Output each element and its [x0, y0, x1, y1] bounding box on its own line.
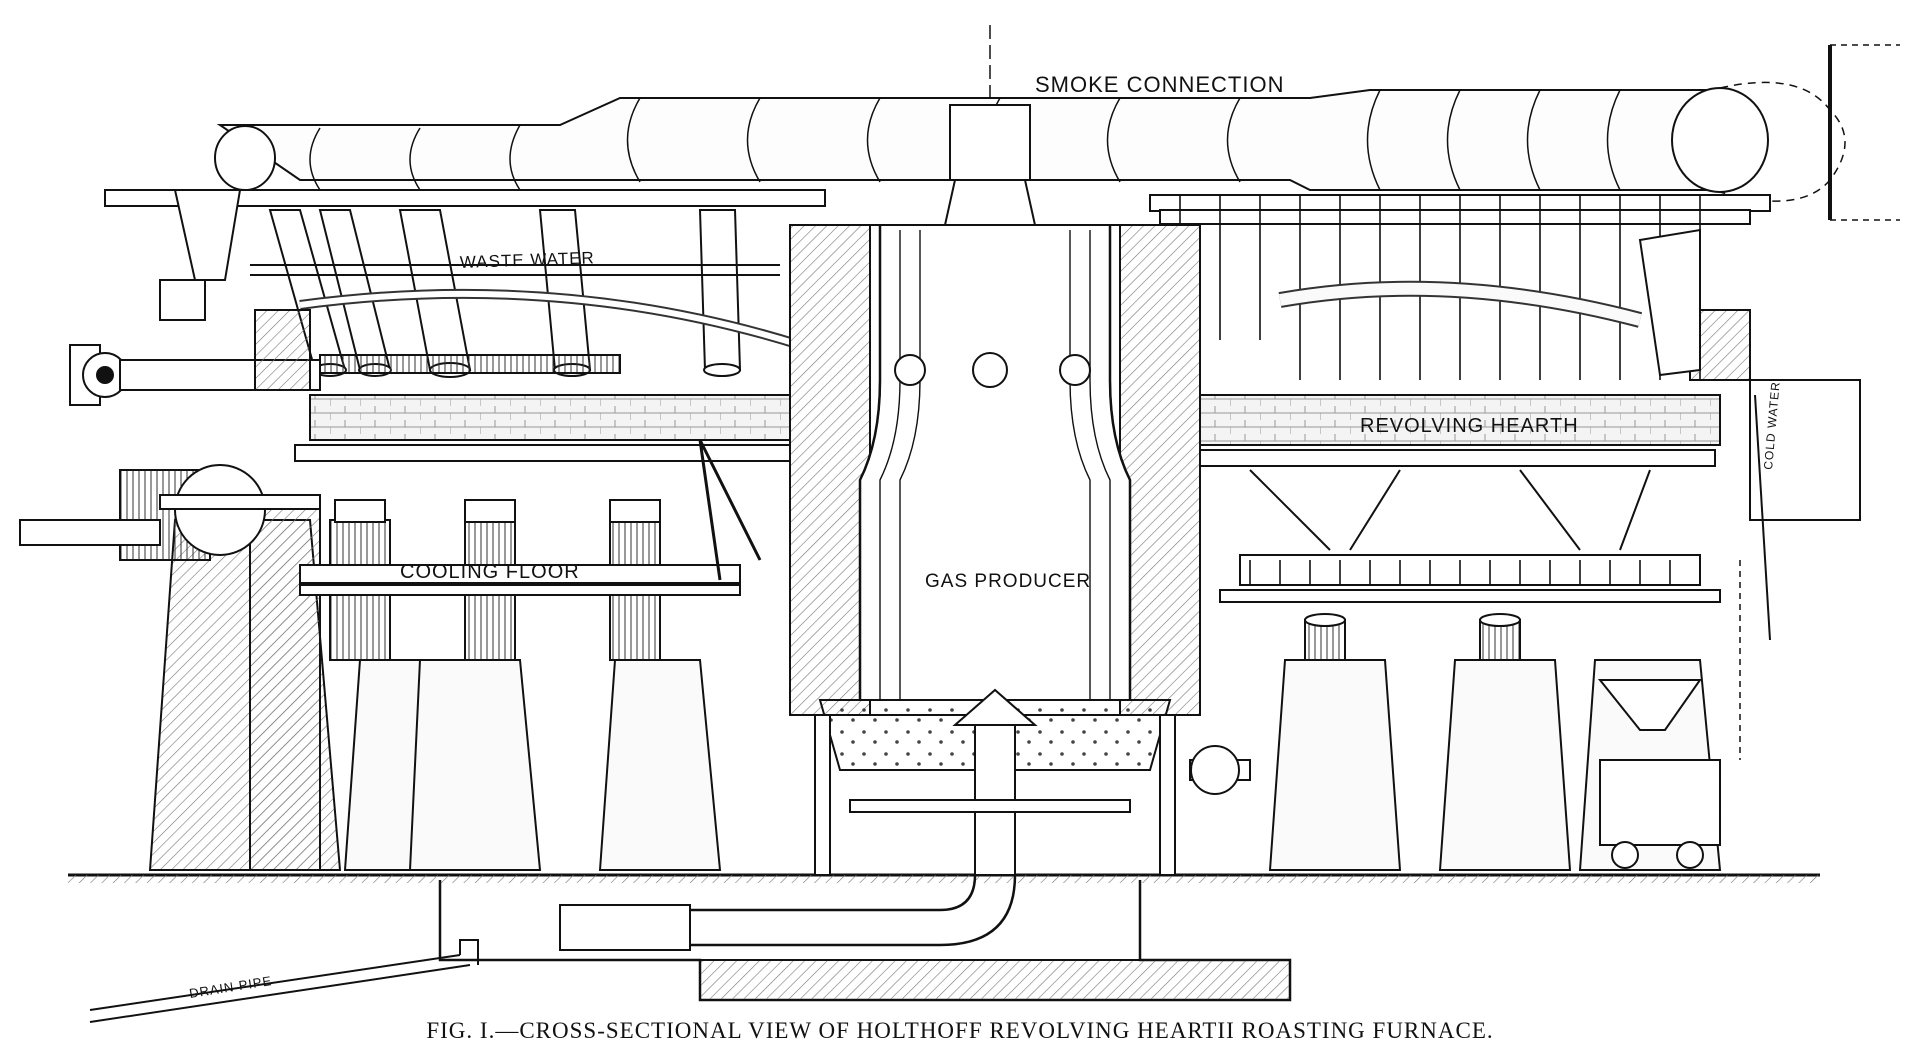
upper-frame [104, 189, 1771, 380]
gas-producer-shell [559, 104, 1251, 951]
figure-caption: FIG. I.—CROSS-SECTIONAL VIEW OF HOLTHOFF… [426, 1018, 1494, 1043]
label-cooling-floor: COOLING FLOOR [400, 561, 580, 583]
left-hearth-section [254, 309, 796, 596]
revolving-hearth-section [1194, 228, 1861, 641]
drive-gearing-left [19, 344, 621, 561]
left-masonry-column [148, 499, 342, 871]
waste-water-pipe [250, 264, 802, 350]
feed-hopper [159, 189, 242, 321]
ground-and-foundation [68, 873, 1820, 1023]
label-revolving-hearth: REVOLVING HEARTH [1360, 415, 1579, 437]
label-waste-water: WASTE WATER [459, 248, 595, 272]
ash-car-and-hopper [1597, 560, 1741, 869]
label-gas-producer: GAS PRODUCER [925, 571, 1091, 592]
label-smoke-connection: SMOKE CONNECTION [1035, 72, 1284, 97]
